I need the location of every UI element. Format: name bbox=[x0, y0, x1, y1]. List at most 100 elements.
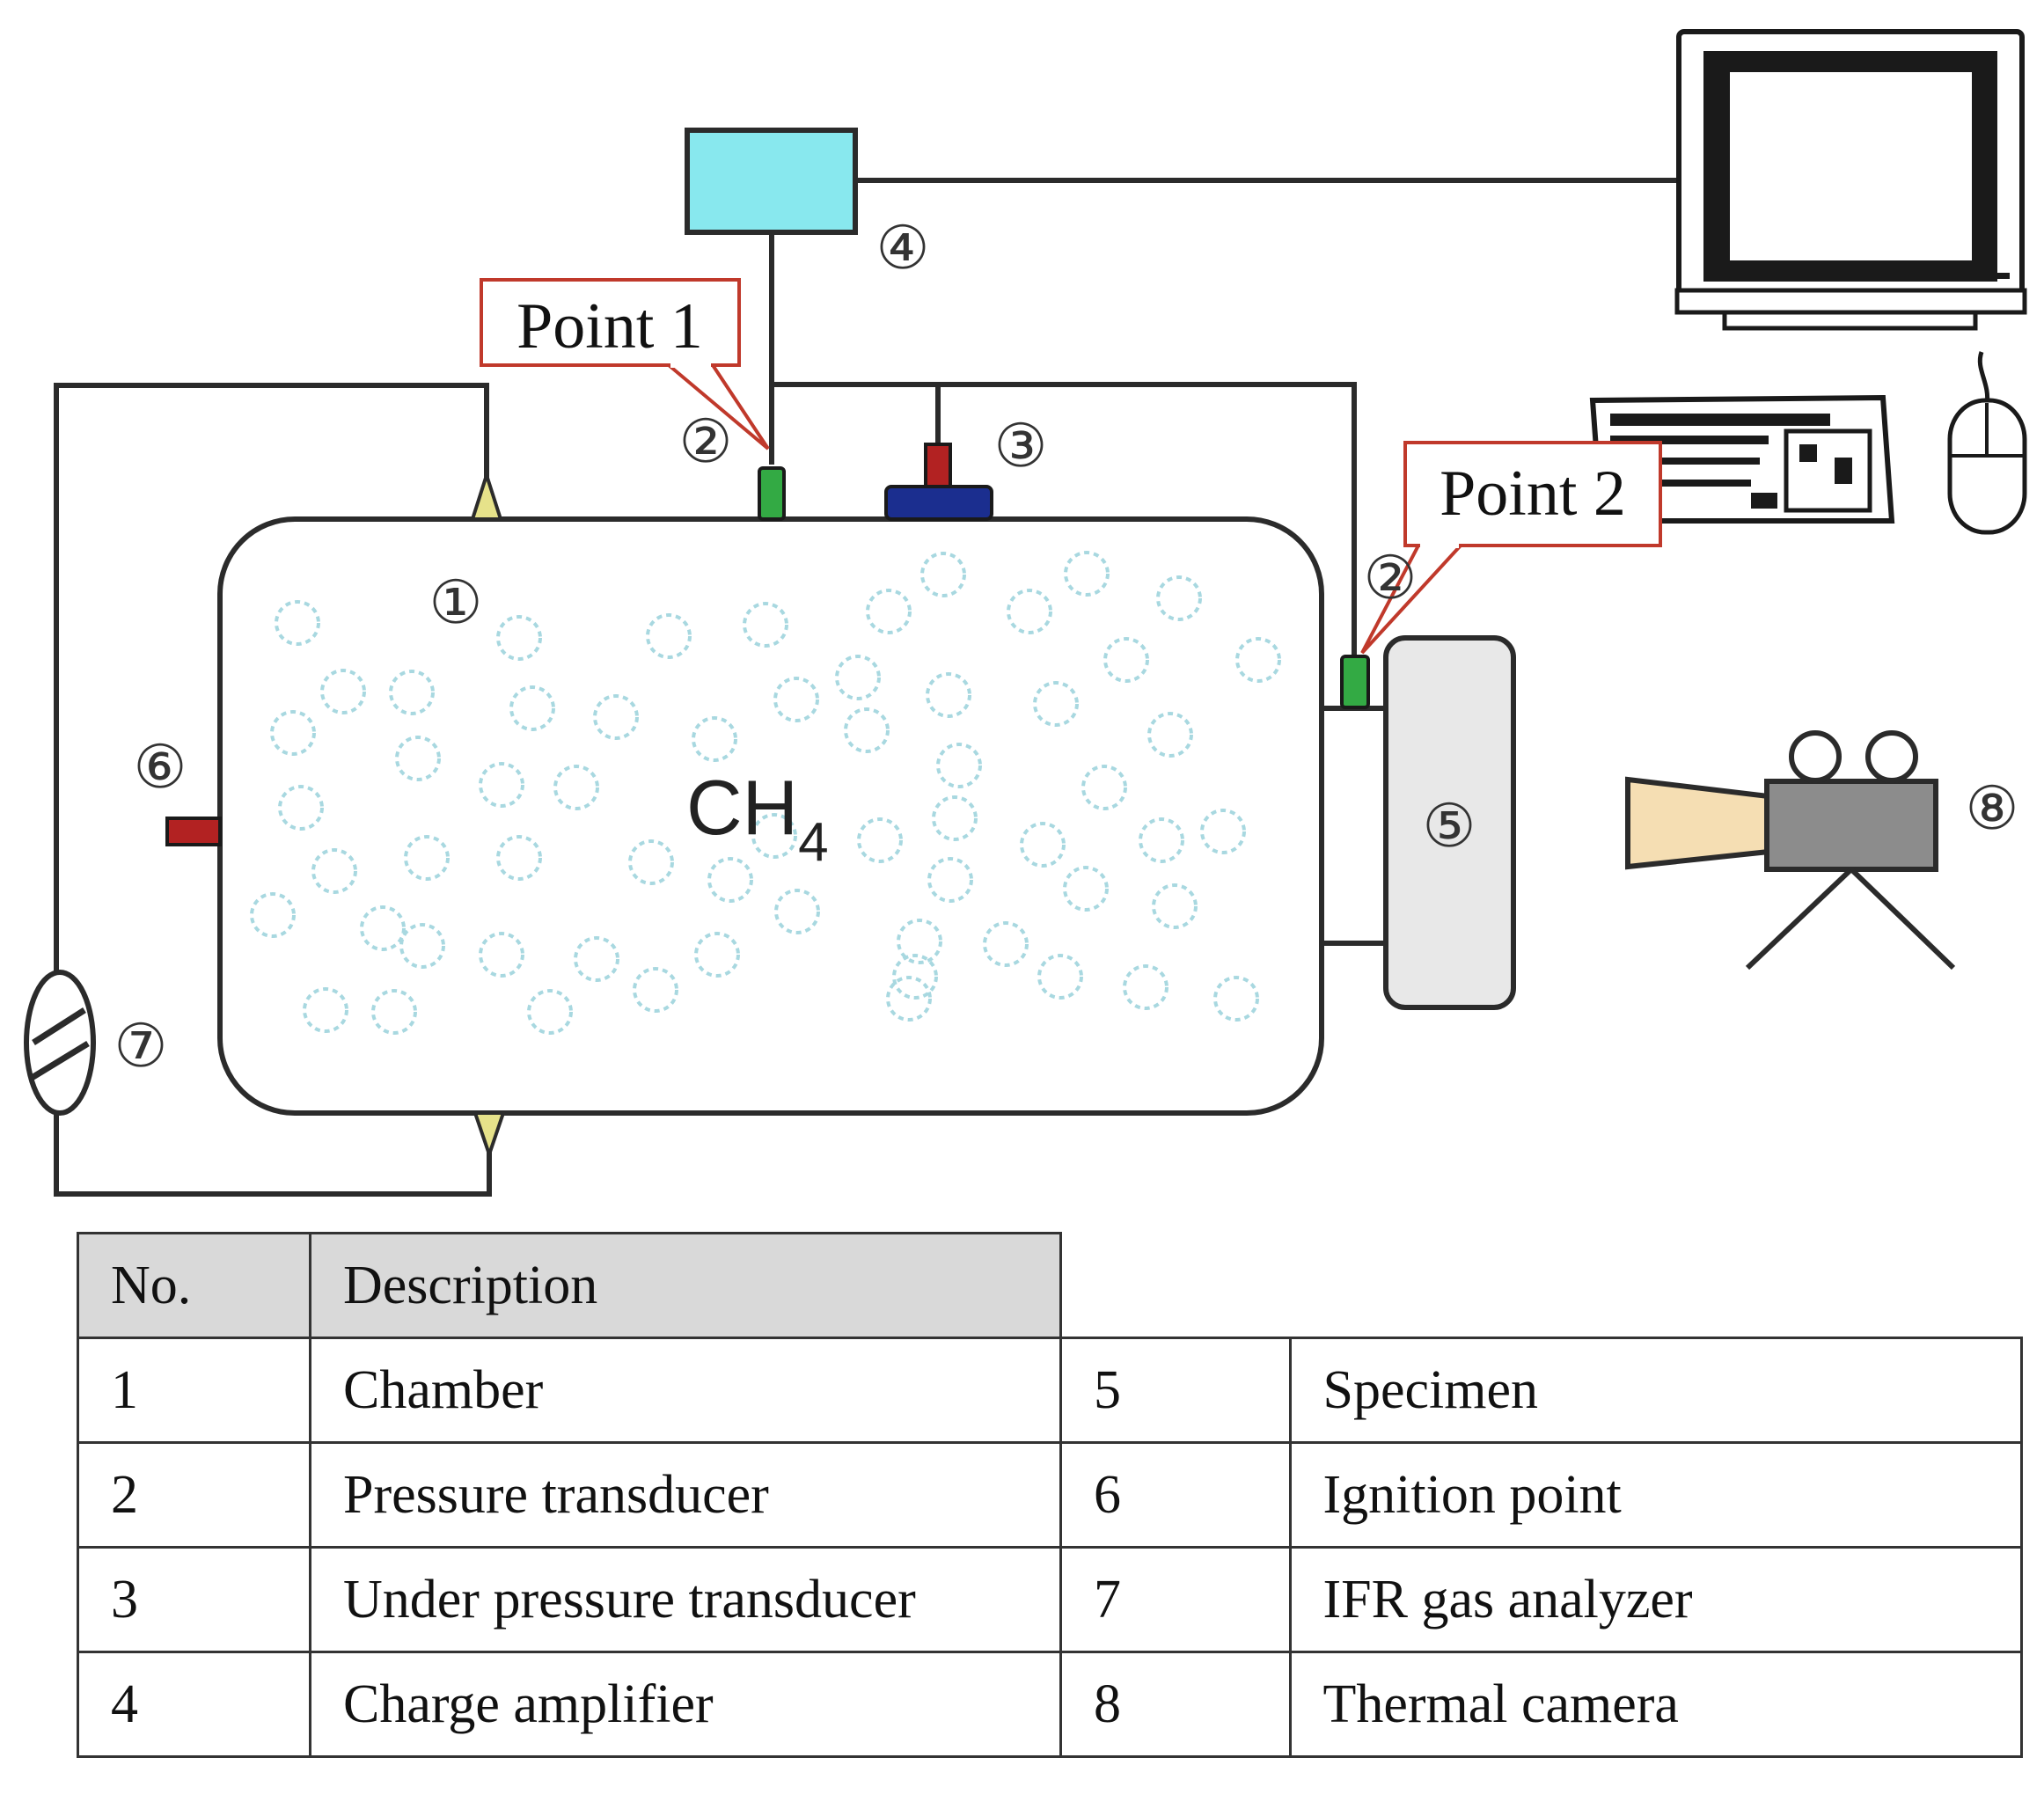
gas-bubble bbox=[1033, 681, 1079, 727]
gas-bubble bbox=[1156, 575, 1202, 621]
legend-no-left: 2 bbox=[77, 1441, 311, 1549]
gas-bubble bbox=[389, 670, 435, 715]
wiring bbox=[54, 178, 1677, 1197]
legend-table: No. Description 1 Chamber 5 Specimen 2 P… bbox=[77, 1232, 2023, 1758]
specimen bbox=[1383, 635, 1516, 1010]
gas-bubble bbox=[320, 669, 366, 714]
top-valve bbox=[470, 469, 503, 521]
marker-specimen: ⑤ bbox=[1423, 792, 1476, 861]
callout-point-2: Point 2 bbox=[1360, 441, 1662, 655]
gas-bubble bbox=[844, 707, 890, 753]
legend-row: 4 Charge amplifier 8 Thermal camera bbox=[77, 1651, 2023, 1758]
legend-desc-right: Specimen bbox=[1288, 1337, 2023, 1444]
callout-point-2-label: Point 2 bbox=[1440, 458, 1626, 530]
gas-bubble bbox=[835, 655, 881, 700]
bottom-valve bbox=[473, 1111, 506, 1161]
gas-bubble bbox=[278, 785, 324, 831]
gas-bubble bbox=[574, 936, 619, 982]
marker-chamber: ② bbox=[679, 407, 733, 477]
gas-bubble bbox=[1037, 954, 1083, 1000]
gas-bubble bbox=[509, 685, 555, 731]
gas-bubble bbox=[983, 921, 1029, 967]
gas-bubble bbox=[479, 762, 524, 808]
thermal-camera-icon bbox=[1625, 730, 1956, 970]
marker-chamber-1: ① bbox=[429, 568, 483, 638]
gas-bubble bbox=[932, 795, 978, 841]
gas-bubble bbox=[1147, 712, 1193, 758]
legend-desc-right: Thermal camera bbox=[1288, 1651, 2023, 1758]
gas-bubble bbox=[593, 694, 639, 740]
gas-bubble bbox=[1200, 809, 1246, 854]
gas-bubble bbox=[897, 919, 942, 964]
legend-no-right: 8 bbox=[1059, 1651, 1292, 1758]
marker-charge-amplifier: ④ bbox=[876, 214, 930, 283]
callout-point-1-label: Point 1 bbox=[516, 290, 703, 363]
gas-analyzer bbox=[24, 970, 96, 1116]
gas-bubble bbox=[1103, 637, 1149, 683]
legend-header-row: No. Description bbox=[77, 1232, 2022, 1339]
gas-bubble bbox=[496, 615, 542, 661]
gas-bubble bbox=[1139, 817, 1184, 863]
marker-under-pressure-transducer: ③ bbox=[994, 412, 1048, 481]
gas-bubble bbox=[250, 892, 296, 938]
gas-bubble bbox=[311, 848, 357, 894]
gas-bubble bbox=[395, 736, 441, 781]
under-pressure-sensor-base bbox=[884, 485, 993, 521]
gas-bubble bbox=[1020, 822, 1066, 868]
callout-point-1: Point 1 bbox=[480, 278, 770, 450]
pressure-transducer-top bbox=[758, 466, 786, 521]
gas-bubble bbox=[773, 677, 819, 722]
gas-bubble bbox=[527, 989, 573, 1035]
gas-formula: CH4 bbox=[686, 764, 829, 873]
gas-analyzer-stripe-1 bbox=[32, 1007, 86, 1045]
marker-gas-analyzer: ⑦ bbox=[114, 1012, 168, 1081]
gas-bubble bbox=[275, 600, 320, 646]
legend-no-left: 4 bbox=[77, 1651, 311, 1758]
gas-bubble bbox=[399, 923, 445, 969]
loop-pipe bbox=[54, 383, 492, 1197]
gas-bubble bbox=[371, 989, 417, 1035]
legend-desc-left: Chamber bbox=[309, 1337, 1062, 1444]
legend-desc-right: IFR gas analyzer bbox=[1288, 1546, 2023, 1653]
gas-bubble bbox=[927, 857, 973, 903]
gas-bubble bbox=[774, 889, 820, 934]
legend-header-no: No. bbox=[77, 1232, 311, 1339]
legend-no-left: 3 bbox=[77, 1546, 311, 1653]
legend-no-right: 6 bbox=[1059, 1441, 1292, 1549]
legend-row: 2 Pressure transducer 6 Ignition point bbox=[77, 1441, 2023, 1549]
gas-bubble bbox=[936, 743, 982, 788]
monitor-icon bbox=[1674, 29, 2027, 331]
gas-bubble bbox=[1081, 765, 1127, 810]
top-bus-cable bbox=[772, 382, 1357, 655]
gas-bubble bbox=[303, 987, 348, 1033]
gas-analyzer-stripe-2 bbox=[30, 1041, 90, 1080]
mouse-icon bbox=[1947, 351, 2027, 535]
gas-bubble bbox=[1064, 551, 1110, 597]
gas-bubble bbox=[1152, 883, 1198, 929]
legend-no-right: 7 bbox=[1059, 1546, 1292, 1653]
gas-bubble bbox=[1063, 866, 1109, 912]
gas-bubble bbox=[1213, 976, 1259, 1022]
gas-bubbles bbox=[250, 551, 1281, 1035]
gas-bubble bbox=[892, 954, 938, 1000]
gas-bubble bbox=[857, 817, 903, 863]
gas-formula-subscript: 4 bbox=[798, 812, 828, 873]
gas-bubble bbox=[743, 602, 788, 648]
keyboard-icon bbox=[1589, 394, 1895, 524]
legend-desc-left: Under pressure transducer bbox=[309, 1546, 1062, 1653]
gas-formula-base: CH bbox=[686, 764, 798, 851]
legend-desc-left: Charge amplifier bbox=[309, 1651, 1062, 1758]
gas-bubble bbox=[479, 932, 524, 978]
legend-row: 1 Chamber 5 Specimen bbox=[77, 1337, 2023, 1444]
gas-bubble bbox=[692, 716, 737, 762]
gas-bubble bbox=[1123, 964, 1169, 1010]
ignition-point bbox=[165, 817, 222, 846]
gas-bubble bbox=[553, 765, 599, 810]
gas-bubble bbox=[404, 835, 450, 881]
gas-bubble bbox=[751, 813, 797, 859]
legend-header-blank bbox=[1061, 1234, 1291, 1338]
gas-bubble bbox=[920, 552, 966, 597]
legend-desc-right: Ignition point bbox=[1288, 1441, 2023, 1549]
gas-bubble bbox=[694, 932, 740, 978]
